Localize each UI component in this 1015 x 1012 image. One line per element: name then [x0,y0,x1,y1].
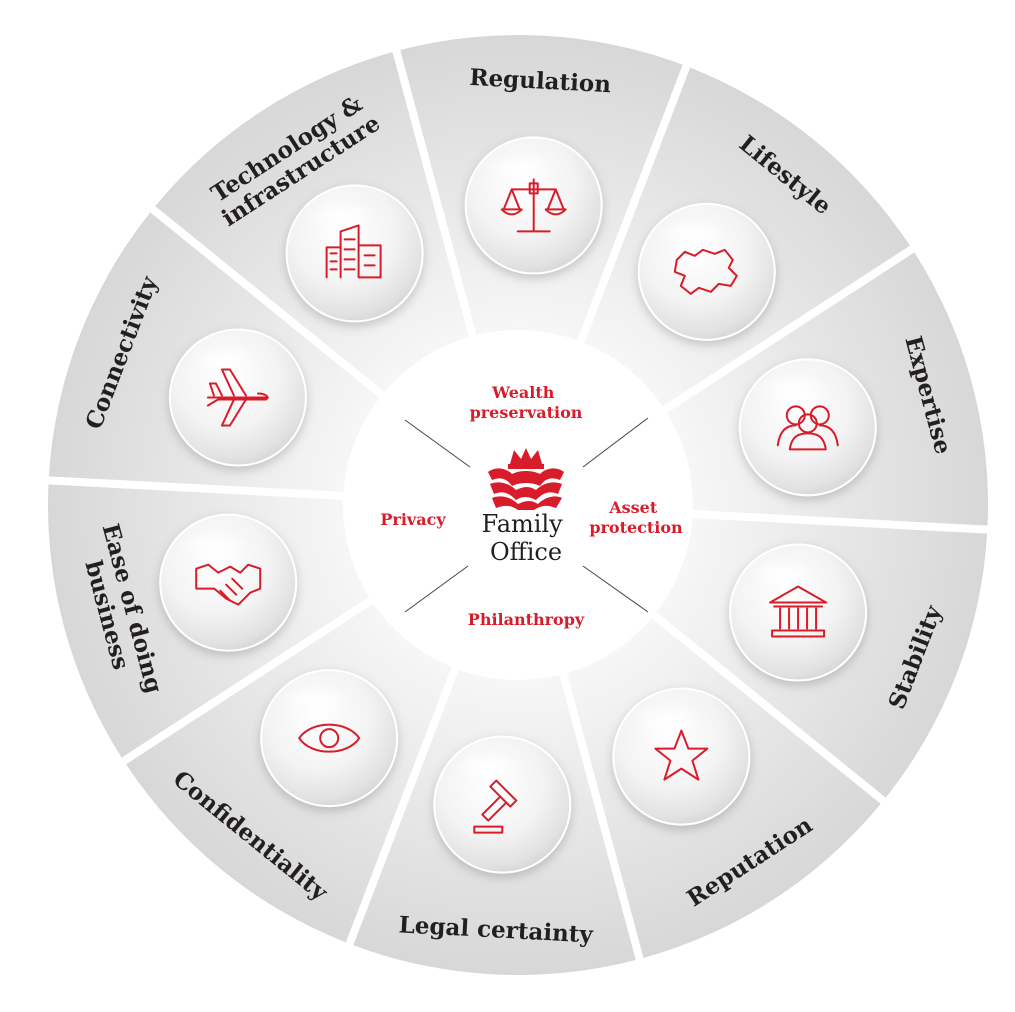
icon-bubble [260,669,399,808]
segment-confidentiality: Confidentiality [126,603,452,943]
segment-technology-infrastructure: Technology &infrastructure [155,52,469,392]
icon-bubble [637,202,776,341]
icon-bubble [159,513,298,652]
segment-expertise: Expertise [666,252,988,526]
crowned-lions-emblem-icon [488,448,564,510]
airplane-icon [206,368,269,427]
icon-bubble [433,735,572,874]
eye-icon [298,723,361,753]
icon-bubble [729,543,868,682]
divider-line [404,419,471,468]
center-title: Family Office [482,510,571,566]
icon-bubble [168,328,307,467]
icon-bubble [285,184,424,323]
gavel-icon [473,779,518,834]
segment-ease-of-doing-business: Ease of doingbusiness [47,484,370,758]
pillar-philanthropy: Philanthropy [468,610,585,629]
handshake-icon [195,563,262,606]
divider-line [582,565,649,613]
jersey-island-map-icon [673,248,738,295]
pillar-asset-protection: Asset protection [589,498,683,537]
segments-layer: RegulationLifestyleExpertiseStabilityRep… [47,35,988,975]
segment-regulation: Regulation [400,35,683,341]
icon-bubble [464,136,603,275]
city-buildings-icon [325,224,382,279]
pillar-privacy: Privacy [380,510,446,529]
bank-building-icon [769,585,828,638]
icon-bubble [738,358,877,497]
segment-lifestyle: Lifestyle [584,67,910,407]
icon-bubble [612,687,751,826]
center-hub: Wealth preservation Privacy Asset protec… [380,383,683,629]
pillar-wealth-preservation: Wealth preservation [470,383,583,422]
divider-line [582,417,649,468]
segment-legal-certainty: Legal certainty [353,669,636,975]
star-icon [654,729,709,781]
divider-line [404,565,469,613]
segment-stability: Stability [656,518,988,798]
people-group-icon [776,405,839,451]
scales-icon [500,178,567,233]
